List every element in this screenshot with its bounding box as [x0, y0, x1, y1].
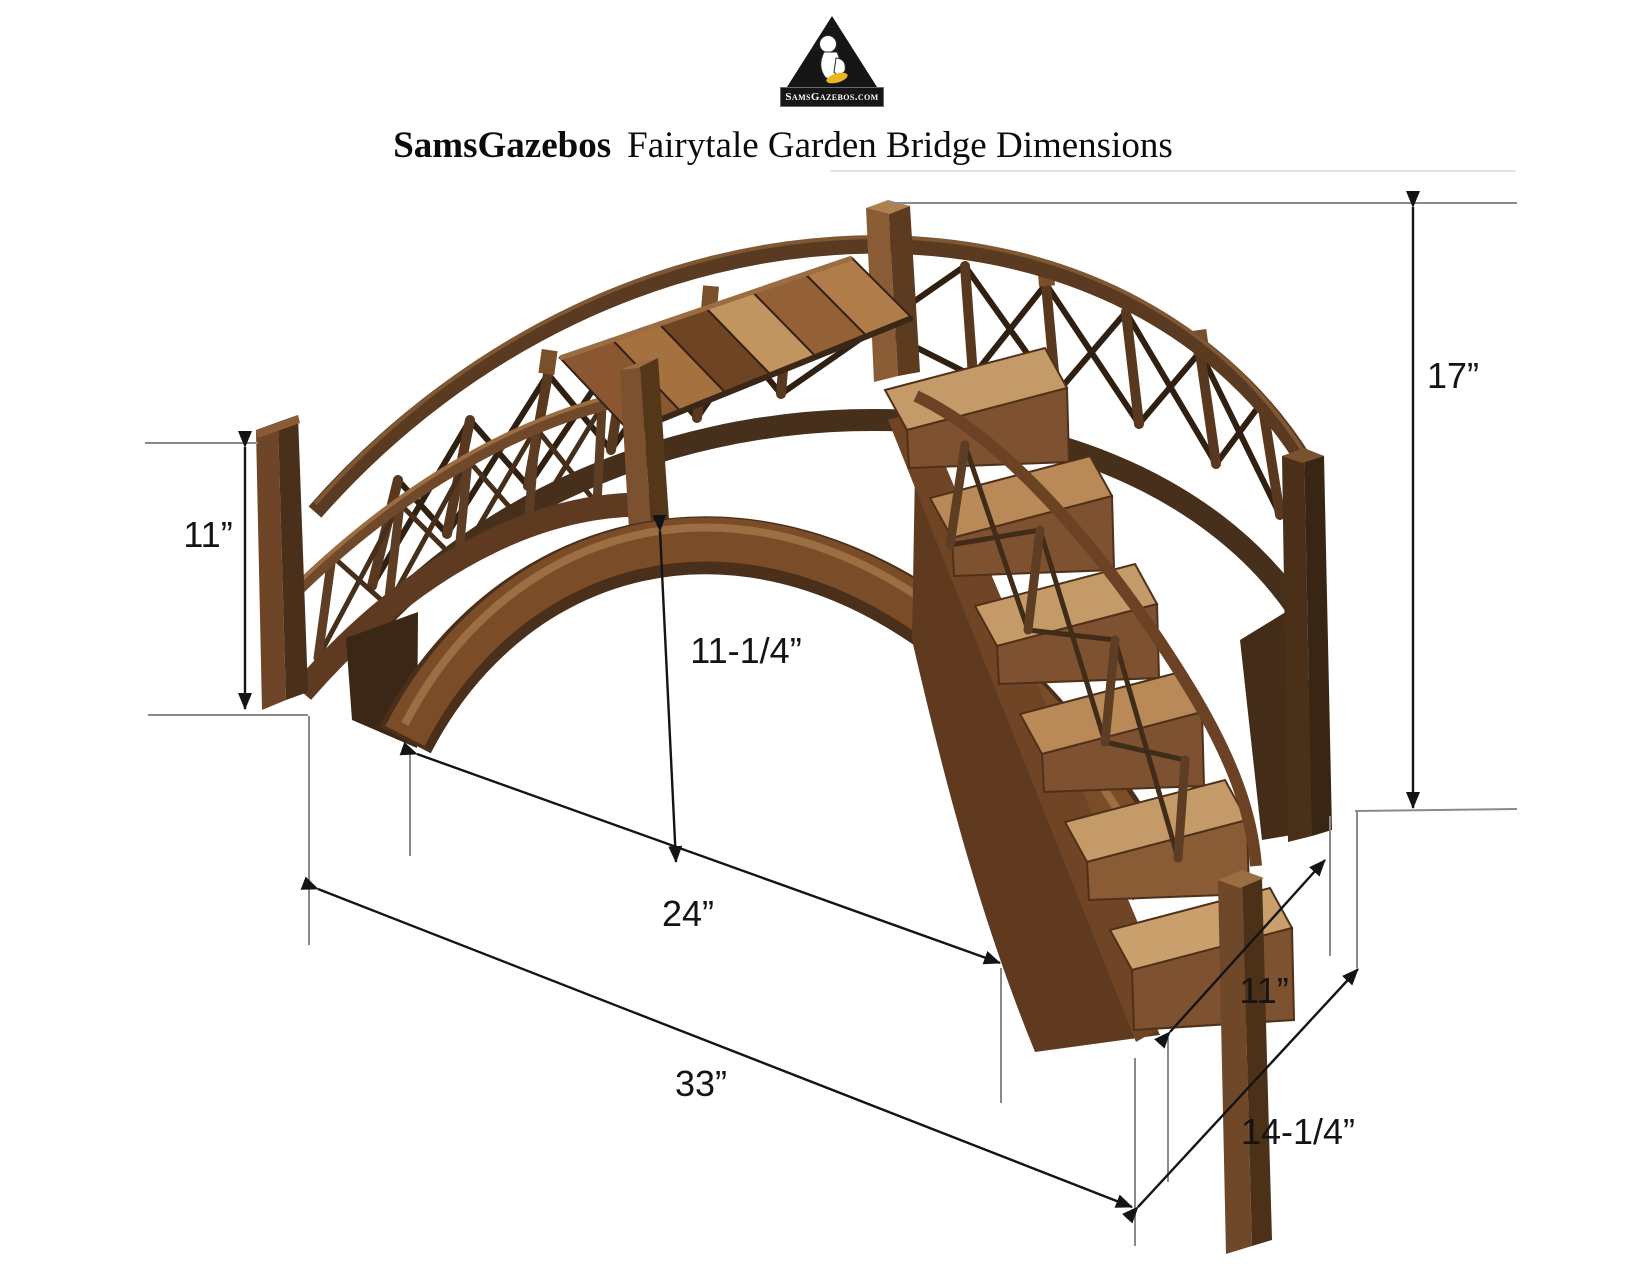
logo: SamsGazebos.com [780, 16, 884, 108]
far-top-rail-highlight [313, 235, 1307, 506]
gazebo-triangle-icon [787, 16, 877, 87]
far-top-rail [308, 236, 1313, 518]
right-rear-post [1282, 448, 1332, 842]
deck [558, 255, 914, 435]
left-front-post [256, 415, 308, 710]
arrow-clearance-height [652, 514, 683, 863]
dimension-label-left-rail-height: 11” [183, 514, 233, 555]
dimension-label-overall-height: 17” [1426, 355, 1480, 396]
stair-railing-lattice [947, 442, 1188, 861]
dimension-label-clearance-height: 11-1/4” [690, 630, 802, 671]
dimension-label-stair-tread-width: 11” [1239, 970, 1289, 1011]
arrow-overall-length [300, 876, 1133, 1209]
mid-post [620, 358, 670, 548]
title-text: Fairytale Garden Bridge Dimensions [627, 125, 1173, 166]
dimension-label-overall-width: 14-1/4” [1240, 1111, 1356, 1152]
arrow-overall-width [1121, 968, 1359, 1224]
dimension-label-arch-span: 24” [661, 893, 715, 934]
crest-post [866, 200, 920, 382]
measure-arrows [238, 191, 1420, 1224]
logo-banner-text: SamsGazebos.com [785, 90, 879, 103]
page-title: SamsGazebos Fairytale Garden Bridge Dimen… [393, 124, 1173, 167]
dimension-label-overall-length: 33” [674, 1063, 728, 1104]
stair-railing-posts [945, 440, 1190, 863]
title-brand: SamsGazebos [393, 125, 612, 166]
logo-banner: SamsGazebos.com [780, 87, 884, 107]
stair-top-rail [913, 390, 1262, 867]
